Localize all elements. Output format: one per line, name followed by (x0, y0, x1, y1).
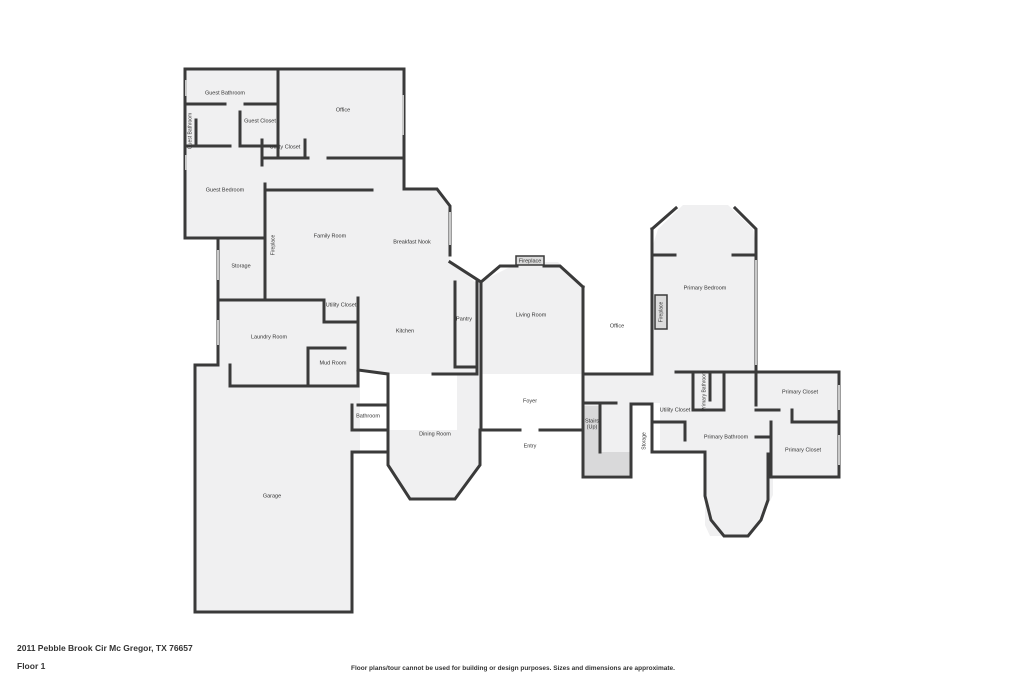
label-primary-closet-bottom: Primary Closet (785, 447, 822, 453)
label-office-mid: Office (610, 323, 624, 329)
walls (183, 67, 841, 614)
label-guest-bathroom-small: Guest Bathroom (187, 113, 193, 149)
label-storage-right: Storage (641, 432, 647, 450)
label-stairs: Stairs(Up) (585, 419, 599, 431)
label-bathroom: Bathroom (356, 413, 380, 419)
label-primary-bathroom: Primary Bathroom (704, 434, 749, 440)
label-guest-bedroom: Guest Bedroom (206, 187, 245, 193)
label-living-room: Living Room (516, 312, 547, 318)
label-fireplace-family: Fireplace (270, 235, 276, 256)
label-utility-closet-right: Utility Closet (660, 407, 691, 413)
label-entry: Entry (524, 443, 537, 449)
label-breakfast-nook: Breakfast Nook (393, 239, 431, 245)
label-family-room: Family Room (314, 233, 347, 239)
label-primary-bathroom-small: Primary Bathroom (701, 371, 707, 411)
label-pantry: Pantry (456, 316, 472, 322)
label-fireplace-primary: Fireplace (658, 302, 664, 323)
disclaimer-text: Floor plans/tour cannot be used for buil… (351, 665, 675, 672)
label-garage: Garage (263, 493, 281, 499)
label-office-top: Office (336, 107, 350, 113)
label-fireplace-living: Fireplace (519, 258, 542, 264)
label-foyer: Foyer (523, 398, 537, 404)
label-utility-closet-top: Utility Closet (270, 144, 301, 150)
room-labels: Guest Bathroom Guest Bathroom Guest Clos… (187, 90, 821, 499)
label-laundry-room: Laundry Room (251, 334, 287, 340)
property-address: 2011 Pebble Brook Cir Mc Gregor, TX 7665… (17, 643, 193, 653)
floor-label: Floor 1 (17, 661, 46, 671)
label-storage-left: Storage (231, 263, 250, 269)
label-guest-closet: Guest Closet (244, 118, 276, 124)
label-primary-bedroom: Primary Bedroom (684, 285, 727, 291)
label-kitchen: Kitchen (396, 328, 414, 334)
windows (185, 80, 840, 465)
label-mud-room: Mud Room (320, 360, 347, 366)
label-primary-closet-top: Primary Closet (782, 389, 819, 395)
label-guest-bathroom: Guest Bathroom (205, 90, 245, 96)
label-dining-room: Dining Room (419, 431, 451, 437)
label-utility-closet-mid: Utility Closet (326, 302, 357, 308)
room-fills (185, 69, 839, 612)
